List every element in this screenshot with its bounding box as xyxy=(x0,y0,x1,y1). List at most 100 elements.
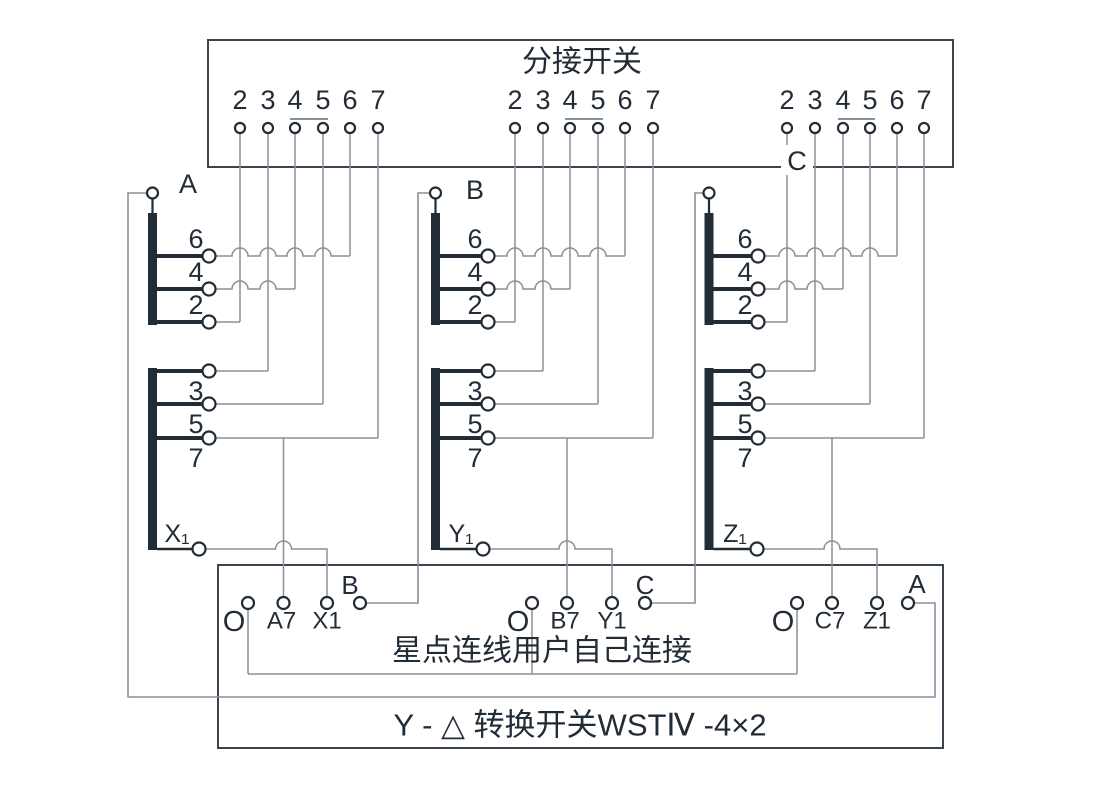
winding-end-label: Z₁ xyxy=(723,520,747,548)
star-note: 星点连线用户自己连接 xyxy=(392,635,692,668)
switch-terminal-circle xyxy=(240,595,256,611)
tap-terminal-label: 5 xyxy=(862,85,877,115)
winding-end-label: Y₁ xyxy=(448,520,473,548)
phase-link-label: A xyxy=(908,569,926,599)
winding-end-wire xyxy=(763,540,878,597)
tap-terminal-label: 7 xyxy=(645,85,660,115)
winding-end-wire xyxy=(489,540,613,597)
winding-end-circle xyxy=(475,541,491,557)
tap-terminal-circle xyxy=(618,121,632,135)
tap-terminal-circle xyxy=(261,121,275,135)
star-terminal-label: O xyxy=(507,606,530,638)
tap-terminal-circle xyxy=(591,121,605,135)
winding-tap-label: 5 xyxy=(467,409,482,439)
winding-tap-label: 7 xyxy=(188,443,203,473)
winding-tap-label: 3 xyxy=(188,376,203,406)
label-backplate xyxy=(781,145,813,175)
switch-terminal-circle xyxy=(319,595,335,611)
winding-tap-circle xyxy=(201,281,217,297)
star-terminal-label: O xyxy=(772,606,795,638)
tap-terminal-label: 6 xyxy=(889,85,904,115)
winding-tap-label: 4 xyxy=(467,257,482,287)
tap-terminal-circle xyxy=(343,121,357,135)
winding-tap-circle xyxy=(201,314,217,330)
winding-tap-circle xyxy=(201,396,217,412)
phase-link-wire xyxy=(366,192,430,604)
switch-terminal-circle xyxy=(276,595,291,611)
winding-bar-upper xyxy=(148,213,157,325)
phase-top-terminal-circle xyxy=(428,186,443,200)
tap-terminal-label: 4 xyxy=(287,85,302,115)
winding-tap-label: 2 xyxy=(188,290,203,320)
switch-terminal-label: C7 xyxy=(815,608,846,635)
switch-terminal-label: Y1 xyxy=(597,608,626,635)
winding-tap-circle xyxy=(750,396,766,412)
tap-terminal-circle xyxy=(780,121,794,135)
tap-terminal-label: 4 xyxy=(562,85,577,115)
tap-terminal-circle xyxy=(863,121,877,135)
switch-terminal-circle xyxy=(789,595,805,611)
phase-label: A xyxy=(179,169,197,199)
switch-title: Y - △ 转换开关WSTⅣ -4×2 xyxy=(393,708,766,743)
tap-terminal-label: 7 xyxy=(370,85,385,115)
tap-terminal-circle xyxy=(371,121,385,135)
winding-tap-label: 2 xyxy=(737,290,752,320)
phase-link-wire xyxy=(127,192,936,698)
tap-terminal-label: 2 xyxy=(779,85,794,115)
winding-end-wire xyxy=(205,540,328,597)
switch-terminal-label: A7 xyxy=(267,608,296,635)
winding-bar-lower xyxy=(431,368,440,550)
winding-tap-label: 2 xyxy=(467,290,482,320)
phase-top-terminal-circle xyxy=(702,186,716,200)
tap-wire xyxy=(494,280,570,290)
winding-tap-label: 7 xyxy=(737,443,752,473)
tap-terminal-circle xyxy=(536,121,550,135)
tap-terminal-circle xyxy=(563,121,577,135)
tap-switch-box xyxy=(207,39,954,168)
tap-wire xyxy=(764,280,843,290)
winding-bar-lower xyxy=(148,368,157,550)
tap-terminal-label: 6 xyxy=(617,85,632,115)
tap-wire xyxy=(215,247,350,257)
phase-link-label: C xyxy=(636,570,655,600)
tap-terminal-label: 2 xyxy=(507,85,522,115)
winding-end-circle xyxy=(191,541,207,557)
switch-terminal-circle xyxy=(352,595,368,611)
tap-terminal-label: 3 xyxy=(807,85,822,115)
phase-label: B xyxy=(466,175,484,205)
winding-tap-label: 3 xyxy=(737,376,752,406)
winding-tap-circle xyxy=(480,396,496,412)
switch-terminal-circle xyxy=(559,595,575,611)
star-terminal-label: O xyxy=(223,606,246,638)
tap-terminal-circle xyxy=(808,121,822,135)
winding-tap-label: 4 xyxy=(188,257,203,287)
switch-terminal-circle xyxy=(869,595,885,611)
winding-bar-lower xyxy=(704,368,714,550)
tap-terminal-circle xyxy=(917,121,931,135)
winding-tap-circle xyxy=(201,248,217,264)
winding-end-circle xyxy=(749,541,765,557)
tap-wire xyxy=(215,280,295,290)
phase-top-terminal-circle xyxy=(145,186,160,200)
tap-terminal-circle xyxy=(646,121,660,135)
winding-tap-circle xyxy=(201,363,217,379)
winding-bar-upper xyxy=(704,213,714,325)
winding-tap-label: 5 xyxy=(188,409,203,439)
switch-terminal-circle xyxy=(604,595,620,611)
tap-terminal-label: 7 xyxy=(916,85,931,115)
tap-terminal-label: 5 xyxy=(590,85,605,115)
winding-tap-circle xyxy=(480,314,496,330)
tap-terminal-circle xyxy=(508,121,522,135)
tap-terminal-circle xyxy=(233,121,247,135)
tap-terminal-label: 4 xyxy=(835,85,850,115)
tap-terminal-circle xyxy=(316,121,330,135)
winding-end-label: X₁ xyxy=(164,520,189,548)
tap-terminal-circle xyxy=(836,121,850,135)
tap-switch-title: 分接开关 xyxy=(522,46,642,79)
winding-tap-circle xyxy=(480,281,496,297)
switch-terminal-circle xyxy=(900,595,916,611)
phase-link-label: B xyxy=(341,570,358,600)
winding-tap-circle xyxy=(480,430,496,446)
tap-terminal-label: 3 xyxy=(535,85,550,115)
